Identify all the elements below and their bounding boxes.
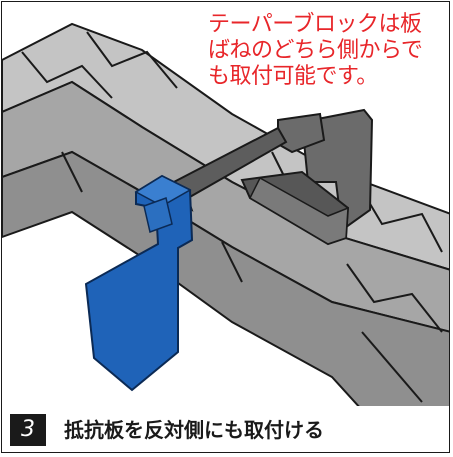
step-instruction: 抵抗板を反対側にも取付ける bbox=[64, 418, 324, 442]
mounting-note-line-1: テーパーブロックは板 bbox=[208, 12, 422, 37]
resistance-plate bbox=[84, 174, 194, 392]
mounting-note-line-3: も取付可能です。 bbox=[208, 64, 378, 89]
mounting-note-line-2: ばねのどちら側からで bbox=[208, 38, 423, 63]
step-caption: 3 抵抗板を反対側にも取付ける bbox=[2, 406, 449, 452]
step-number-badge: 3 bbox=[10, 414, 46, 446]
mounting-note: テーパーブロックは板 ばねのどちら側からで も取付可能です。 bbox=[208, 12, 446, 90]
assembly-illustration bbox=[2, 22, 449, 452]
taper-block bbox=[240, 108, 374, 246]
